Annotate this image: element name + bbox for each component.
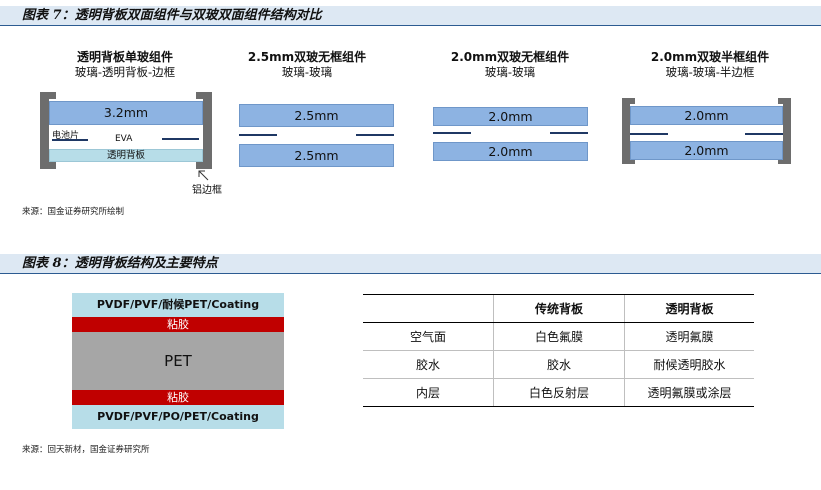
table-cell: 白色反射层 bbox=[493, 378, 625, 407]
module1-frame-left-top bbox=[40, 92, 56, 99]
module1-glass-top: 3.2mm bbox=[49, 101, 203, 125]
module1-frame-arrow-icon bbox=[198, 170, 209, 181]
module1-eva-label: EVA bbox=[115, 134, 133, 144]
module4-frame-right-bottom bbox=[778, 158, 791, 164]
module3-glass-bottom: 2.0mm bbox=[433, 142, 588, 161]
module3-cell-line-right bbox=[550, 132, 588, 134]
module4-frame-right-top bbox=[778, 98, 791, 104]
table-header-row: 传统背板 透明背板 bbox=[363, 294, 754, 323]
module1-frame-right-top bbox=[196, 92, 212, 99]
module2-cell-line-right bbox=[356, 134, 394, 136]
layer-inner-coating: PVDF/PVF/PO/PET/Coating bbox=[72, 405, 284, 429]
module3-title: 2.0mm双玻无框组件 bbox=[450, 50, 570, 64]
table-cell: 胶水 bbox=[363, 350, 494, 379]
module4-title: 2.0mm双玻半框组件 bbox=[650, 50, 770, 64]
backsheet-comparison-table: 传统背板 透明背板 空气面 白色氟膜 透明氟膜 胶水 胶水 耐候透明胶水 内层 … bbox=[363, 294, 754, 407]
table-header-cell: 传统背板 bbox=[493, 294, 625, 323]
table-header-cell bbox=[363, 294, 494, 323]
module2-subtitle: 玻璃-玻璃 bbox=[281, 65, 333, 79]
layer-adhesive-top: 粘胶 bbox=[72, 317, 284, 332]
table-cell: 内层 bbox=[363, 378, 494, 407]
table-row: 空气面 白色氟膜 透明氟膜 bbox=[363, 322, 754, 351]
table-cell: 空气面 bbox=[363, 322, 494, 351]
module2-cell-line-left bbox=[239, 134, 277, 136]
layer-pet: PET bbox=[72, 332, 284, 390]
table-header-cell: 透明背板 bbox=[624, 294, 754, 323]
table-cell: 透明氟膜或涂层 bbox=[624, 378, 754, 407]
module2-glass-bottom: 2.5mm bbox=[239, 144, 394, 167]
layer-adhesive-bottom: 粘胶 bbox=[72, 390, 284, 405]
module1-cell-label: 电池片 bbox=[52, 131, 80, 141]
module4-subtitle: 玻璃-玻璃-半边框 bbox=[665, 65, 755, 79]
module4-frame-left-bottom bbox=[622, 158, 635, 164]
module4-glass-bottom: 2.0mm bbox=[630, 141, 783, 160]
module1-cell-line-right bbox=[162, 138, 199, 140]
figure7-title: 图表 7：透明背板双面组件与双玻双面组件结构对比 bbox=[0, 6, 821, 26]
module4-glass-top: 2.0mm bbox=[630, 106, 783, 125]
module4-cell-line-right bbox=[745, 133, 783, 135]
module1-frame-label: 铝边框 bbox=[192, 185, 222, 196]
module1-frame-left bbox=[40, 92, 49, 169]
backsheet-layer-stack: PVDF/PVF/耐候PET/Coating 粘胶 PET 粘胶 PVDF/PV… bbox=[72, 293, 284, 429]
module1-frame-right bbox=[203, 92, 212, 169]
table-cell: 透明氟膜 bbox=[624, 322, 754, 351]
table-cell: 耐候透明胶水 bbox=[624, 350, 754, 379]
figure8-title: 图表 8：透明背板结构及主要特点 bbox=[0, 254, 821, 274]
layer-outer-coating: PVDF/PVF/耐候PET/Coating bbox=[72, 293, 284, 317]
table-cell: 胶水 bbox=[493, 350, 625, 379]
figure7-source: 来源：国金证券研究所绘制 bbox=[22, 207, 125, 217]
table-cell: 白色氟膜 bbox=[493, 322, 625, 351]
module1-cell-line-left bbox=[52, 139, 88, 141]
module3-subtitle: 玻璃-玻璃 bbox=[484, 65, 536, 79]
module4-frame-left-top bbox=[622, 98, 635, 104]
module4-frame-right bbox=[783, 98, 791, 164]
module2-glass-top: 2.5mm bbox=[239, 104, 394, 127]
module1-subtitle: 玻璃-透明背板-边框 bbox=[74, 65, 176, 79]
module1-frame-right-bottom bbox=[196, 162, 212, 169]
module1-frame-left-bottom bbox=[40, 162, 56, 169]
module3-glass-top: 2.0mm bbox=[433, 107, 588, 126]
table-row: 内层 白色反射层 透明氟膜或涂层 bbox=[363, 378, 754, 407]
module4-cell-line-left bbox=[630, 133, 668, 135]
table-row: 胶水 胶水 耐候透明胶水 bbox=[363, 350, 754, 379]
module1-backsheet: 透明背板 bbox=[49, 149, 203, 162]
module1-title: 透明背板单玻组件 bbox=[76, 50, 173, 64]
module4-frame-left bbox=[622, 98, 630, 164]
module3-cell-line-left bbox=[433, 132, 471, 134]
module2-title: 2.5mm双玻无框组件 bbox=[247, 50, 367, 64]
figure8-source: 来源：回天新材，国金证券研究所 bbox=[22, 445, 150, 455]
